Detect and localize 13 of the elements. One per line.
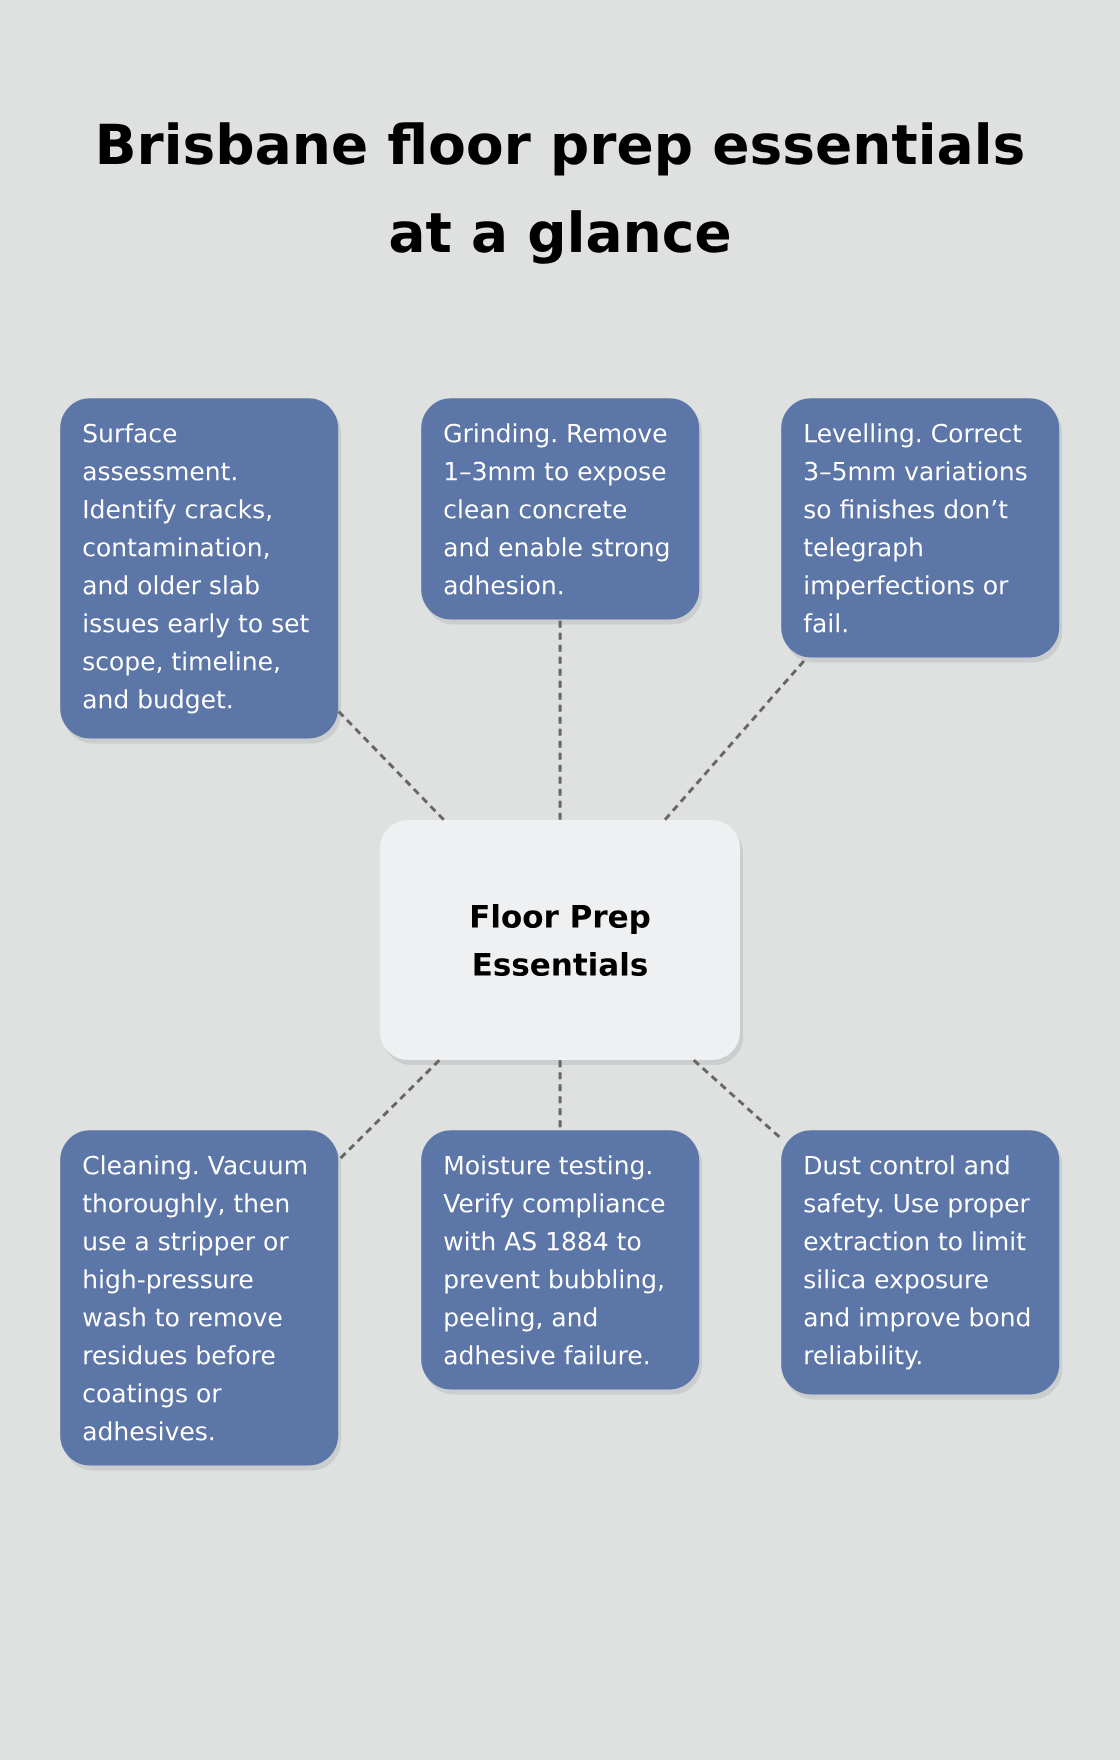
- connector-line: [692, 1059, 782, 1140]
- step-card: Grinding. Remove 1–3mm to expose clean concrete and enable strong adhesion.: [421, 398, 703, 625]
- step-card: Moisture testing. Verify compliance with AS 1884 to prevent bubbling, peeling, and adhesive failure.: [421, 1130, 703, 1395]
- step-card: Dust control and safety. Use proper extraction to limit silica exposure and improve bond reliability.: [781, 1130, 1063, 1400]
- connector-line: [337, 710, 445, 821]
- connector-line: [558, 1060, 562, 1130]
- connector-line: [337, 1059, 441, 1162]
- step-card: Levelling. Correct 3–5mm variations so finishes don’t telegraph imperfections or fail.: [781, 398, 1063, 663]
- step-card: Surface assessment. Identify cracks, contamination, and older slab issues early to set scope, timeline, and budget.: [60, 398, 342, 744]
- title: Brisbane floor prep essentials at a glance: [99, 122, 1023, 264]
- center-box: Floor Prep Essentials: [380, 820, 743, 1065]
- connector-line: [558, 619, 562, 820]
- step-card: Cleaning. Vacuum thoroughly, then use a stripper or high-pressure wash to remove residues before coatings or adhesives.: [60, 1130, 342, 1471]
